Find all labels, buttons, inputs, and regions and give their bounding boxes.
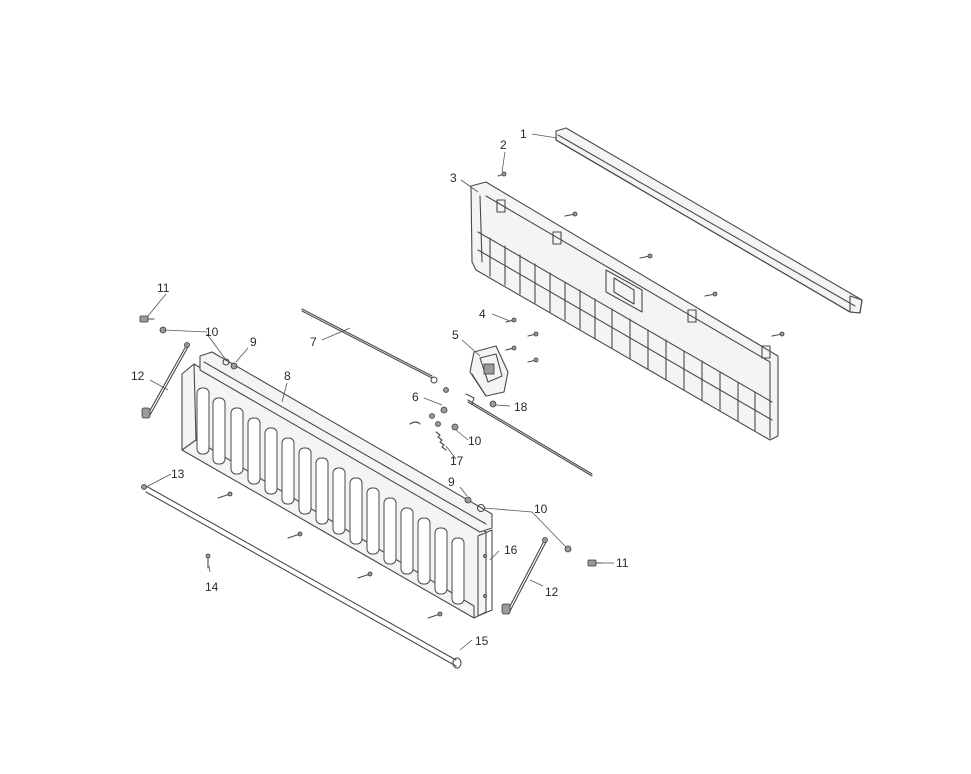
part-13-clip xyxy=(141,484,147,490)
callout-16: 16 xyxy=(504,543,518,557)
callout-10: 10 xyxy=(205,325,219,339)
callout-9-second: 9 xyxy=(448,475,455,489)
bolt-icon xyxy=(357,571,373,579)
part-8-outer-panel xyxy=(181,351,493,619)
part-14-bolts xyxy=(205,491,443,619)
callout-11-second: 11 xyxy=(616,556,629,570)
washer-icon xyxy=(564,545,572,553)
bolt-icon xyxy=(505,317,517,323)
bolt-icon xyxy=(205,553,211,569)
callout-12-second: 12 xyxy=(545,585,559,599)
inner-panel-ribs xyxy=(489,237,756,432)
bolt-icon xyxy=(527,331,539,337)
bolt-icon xyxy=(505,345,517,351)
outer-panel-slots xyxy=(196,387,465,605)
nut-icon xyxy=(464,496,472,504)
screw-icon xyxy=(704,291,718,297)
callout-12: 12 xyxy=(131,369,145,383)
washer-icon xyxy=(222,358,230,366)
screw-icon xyxy=(497,171,507,177)
bolt-icon xyxy=(287,531,303,539)
part-15-hinge-rod xyxy=(141,484,462,669)
part-18-rod xyxy=(467,399,593,477)
part-12-cables xyxy=(141,342,548,615)
panel-screws xyxy=(497,171,785,337)
callout-11: 11 xyxy=(157,281,170,295)
callout-labels: 1 2 3 4 5 6 7 8 9 10 11 12 13 14 15 16 1… xyxy=(131,127,629,648)
part-16-side-bracket xyxy=(477,529,493,617)
leader-lines xyxy=(147,133,614,651)
nut-icon xyxy=(230,362,238,370)
callout-18: 18 xyxy=(514,400,528,414)
callout-13: 13 xyxy=(171,467,185,481)
callout-6: 6 xyxy=(412,390,419,404)
screw-icon xyxy=(639,253,653,259)
part-3-inner-panel xyxy=(470,181,779,441)
part-6-clips xyxy=(409,387,475,431)
callout-3: 3 xyxy=(450,171,457,185)
screw-icon xyxy=(564,211,578,217)
callout-17: 17 xyxy=(450,454,464,468)
bolt-icon xyxy=(427,611,443,619)
screw-icon xyxy=(771,331,785,337)
bolt-icon xyxy=(527,357,539,363)
part-17-spring xyxy=(435,431,447,451)
bolt-icon xyxy=(587,559,603,567)
callout-10-third: 10 xyxy=(534,502,548,516)
part-5-handle xyxy=(469,345,509,397)
callout-5: 5 xyxy=(452,328,459,342)
callout-14: 14 xyxy=(205,580,219,594)
bolt-icon xyxy=(217,491,233,499)
callout-1: 1 xyxy=(520,127,527,141)
callout-8: 8 xyxy=(284,369,291,383)
callout-9: 9 xyxy=(250,335,257,349)
part-4-bolts xyxy=(505,317,539,363)
callout-2: 2 xyxy=(500,138,507,152)
callout-15: 15 xyxy=(475,634,489,648)
part-11-bolts xyxy=(139,315,603,567)
part-1-top-cap xyxy=(555,127,863,314)
part-7-rod xyxy=(301,308,438,384)
callout-7: 7 xyxy=(310,335,317,349)
bolt-icon xyxy=(139,315,155,323)
washers-nuts xyxy=(159,326,572,553)
callout-4: 4 xyxy=(479,307,486,321)
callout-10-second: 10 xyxy=(468,434,482,448)
